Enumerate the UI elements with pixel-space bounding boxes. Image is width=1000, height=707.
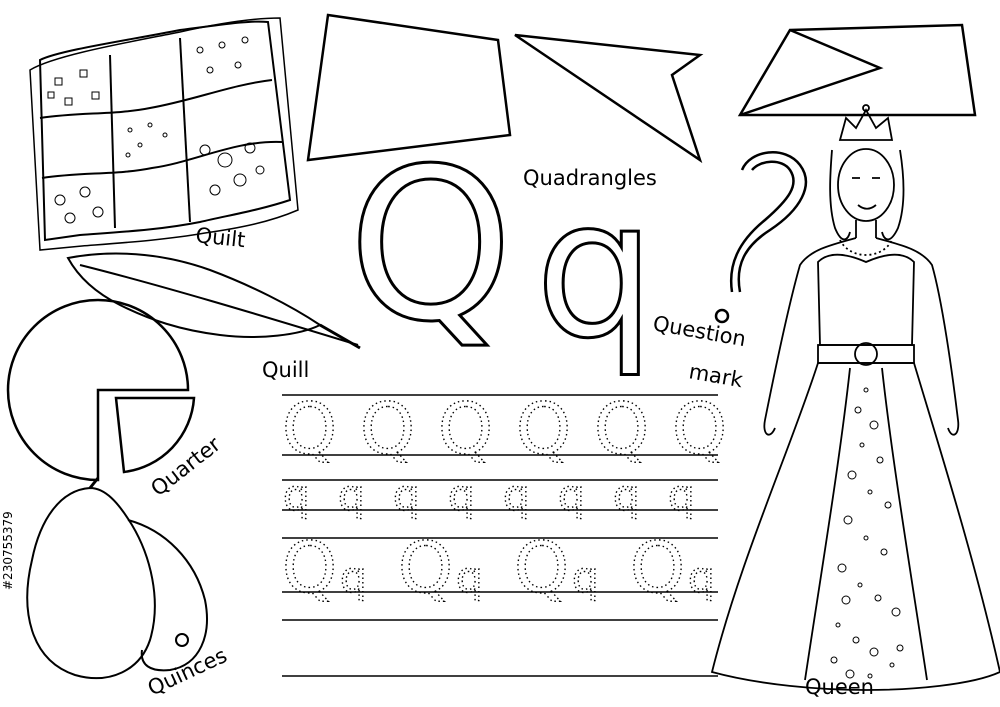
gown-dot — [869, 647, 879, 657]
quadrangle-2 — [514, 33, 704, 164]
trace-letter-lower: q — [688, 553, 715, 602]
question-mark-illustration — [714, 151, 808, 324]
queen-belt — [817, 344, 915, 364]
queen-gown — [710, 362, 1000, 691]
trace-letter-upper: Q — [594, 388, 649, 470]
big-letter-lower: q — [535, 159, 656, 380]
trace-letter-upper: Q — [438, 388, 493, 470]
label-quarter: Quarter — [146, 432, 225, 501]
gown-dot — [845, 669, 855, 679]
label-quadrangles: Quadrangles — [523, 166, 657, 190]
trace-letter-lower: q — [393, 471, 420, 520]
gown-dot — [891, 607, 901, 617]
quilt-illustration — [29, 17, 299, 251]
tracing-area — [282, 394, 718, 677]
trace-letter-upper: Q — [630, 527, 685, 609]
trace-letter-lower: q — [558, 471, 585, 520]
trace-letter-lower: q — [283, 471, 310, 520]
trace-letter-upper: Q — [398, 527, 453, 609]
queen-gown-dots — [830, 387, 904, 679]
trace-letter-upper: Q — [514, 527, 569, 609]
gown-dot — [867, 673, 873, 679]
gown-dot — [896, 644, 904, 652]
queen-crown — [838, 108, 894, 141]
quadrangle-1 — [306, 13, 512, 162]
gown-dot — [884, 501, 892, 509]
trace-letter-upper: Q — [360, 388, 415, 470]
label-question: Question — [651, 311, 748, 351]
gown-dot — [857, 582, 863, 588]
gown-dot — [863, 535, 869, 541]
big-letter-upper: Q — [348, 123, 513, 368]
gown-dot — [852, 636, 860, 644]
gown-dot — [843, 515, 853, 525]
trace-letter-lower: q — [340, 553, 367, 602]
trace-letter-lower: q — [668, 471, 695, 520]
trace-letter-upper: Q — [672, 388, 727, 470]
gown-dot — [876, 456, 884, 464]
gown-dot — [874, 594, 882, 602]
trace-letter-lower: q — [456, 553, 483, 602]
queen-hair — [829, 149, 905, 241]
side-id-text: #230755379 — [1, 511, 15, 590]
gown-dot — [854, 406, 862, 414]
big-letters: Q q — [347, 122, 658, 382]
quinces-illustration — [26, 477, 208, 680]
quilt-pattern-dots — [47, 36, 265, 224]
trace-letter-upper: Q — [516, 388, 571, 470]
gown-dot — [835, 622, 841, 628]
queen-illustration — [710, 104, 1000, 691]
trace-letter-upper: Q — [282, 527, 337, 609]
gown-dot — [863, 387, 869, 393]
label-quill: Quill — [262, 358, 309, 382]
gown-dot — [837, 563, 847, 573]
trace-letter-lower: q — [338, 471, 365, 520]
trace-letter-lower: q — [572, 553, 599, 602]
quadrangles-illustration — [306, 13, 977, 164]
quadrangle-3 — [737, 23, 977, 117]
gown-dot — [889, 662, 895, 668]
queen-gown-panel — [804, 367, 928, 681]
queen-face — [837, 148, 895, 222]
trace-letter-lower: q — [613, 471, 640, 520]
quarter-illustration — [6, 298, 196, 482]
trace-letter-lower: q — [448, 471, 475, 520]
label-queen: Queen — [805, 675, 874, 699]
gown-dot — [847, 470, 857, 480]
label-quilt: Quilt — [194, 223, 246, 252]
trace-letter-upper: Q — [282, 388, 337, 470]
label-quinces: Quinces — [144, 643, 231, 700]
gown-dot — [867, 489, 873, 495]
gown-dot — [880, 548, 888, 556]
gown-dot — [859, 442, 865, 448]
quill-illustration — [66, 252, 361, 350]
gown-dot — [869, 420, 879, 430]
gown-dot — [841, 595, 851, 605]
gown-dot — [830, 656, 838, 664]
trace-letter-lower: q — [503, 471, 530, 520]
